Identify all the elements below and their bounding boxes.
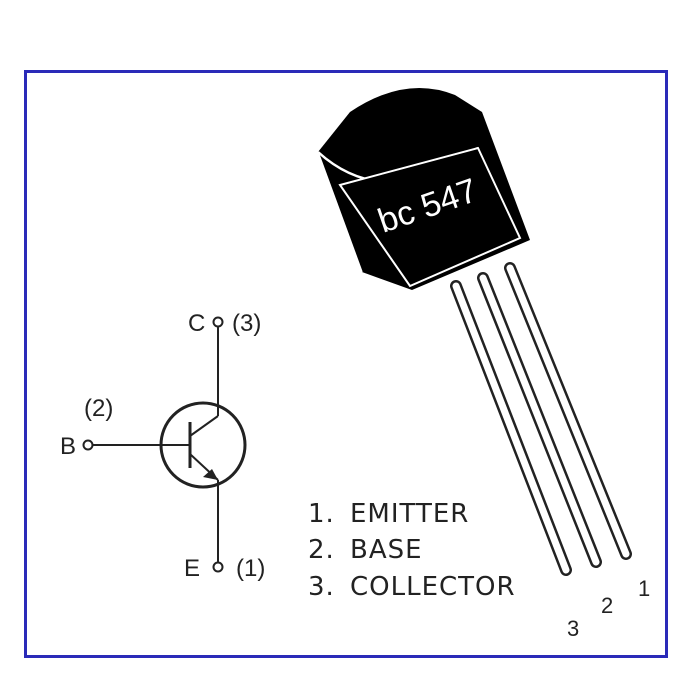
collector-terminal	[212, 316, 224, 328]
emitter-terminal	[212, 561, 224, 573]
collector-number: (3)	[232, 310, 261, 337]
emitter-letter: E	[184, 555, 200, 582]
base-number: (2)	[84, 395, 113, 422]
pin-legend-num-3: 3.	[308, 572, 335, 602]
base-letter: B	[60, 433, 76, 460]
pin-legend-num-2: 2.	[308, 535, 335, 565]
pin-number-2: 2	[601, 593, 613, 618]
pin-legend-name-2: BASE	[350, 535, 423, 565]
collector-letter: C	[188, 310, 205, 337]
transistor-circle	[159, 401, 247, 489]
package-flat-face	[338, 146, 522, 288]
pin-legend-name-3: COLLECTOR	[350, 572, 516, 602]
to92-package: bc 547	[317, 87, 632, 576]
pin-number-1: 1	[638, 576, 650, 601]
pin-legend: 1. EMITTER 2. BASE 3. COLLECTOR	[308, 499, 516, 602]
base-terminal	[82, 439, 94, 451]
pin-legend-name-1: EMITTER	[350, 499, 469, 529]
pin-legend-num-1: 1.	[308, 499, 335, 529]
transistor-symbol	[82, 316, 247, 573]
emitter-number: (1)	[236, 555, 265, 582]
pin-number-3: 3	[567, 616, 579, 641]
emitter-arrow-icon	[203, 469, 218, 480]
collector-diagonal	[189, 415, 219, 437]
